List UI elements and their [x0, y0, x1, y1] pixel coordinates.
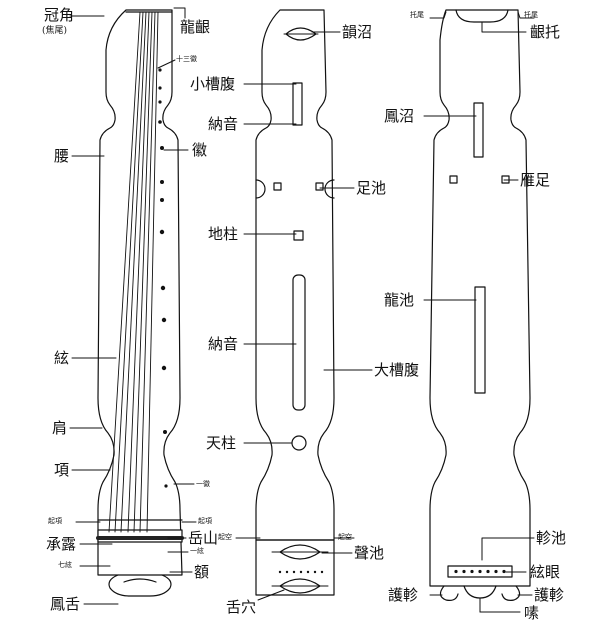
label-xiang: 項	[54, 461, 70, 479]
label-yao: 腰	[54, 147, 70, 165]
label-longyin: 龍齦	[180, 18, 211, 36]
left-qin-outline	[97, 9, 183, 576]
label-zuchi: 足池	[356, 179, 387, 197]
label-jian: 肩	[52, 419, 68, 437]
label-yihui: 一徽	[196, 480, 210, 488]
label-huzhen-left: 護軫	[388, 586, 419, 604]
label-yintuo: 齦托	[530, 23, 561, 41]
label-e: 額	[194, 563, 210, 581]
label-qixiang-left: 起項	[48, 517, 62, 525]
label-nayin-top: 納音	[208, 115, 239, 133]
label-xiaocaofu: 小槽腹	[190, 75, 236, 93]
label-shexue: 舌穴	[226, 598, 257, 616]
label-zhenchi: 軫池	[536, 529, 567, 547]
middle-large-slot	[292, 274, 306, 411]
label-hui: 徽	[192, 141, 208, 159]
left-phoenix-tongue	[108, 574, 172, 597]
label-yixian: 一絃	[190, 547, 204, 555]
middle-small-slot	[292, 82, 303, 126]
right-string-holes	[454, 569, 506, 574]
label-yanzu: 雁足	[520, 171, 551, 189]
label-fengzhao: 鳳沼	[384, 107, 415, 125]
label-qikong-right: 起空	[338, 533, 352, 541]
label-guanjiao: 冠角	[44, 6, 75, 24]
left-tongue-inner	[123, 578, 157, 583]
middle-tianzhu	[291, 435, 307, 451]
label-shisanhui: 十三徽	[176, 55, 197, 63]
middle-zuchi-left	[255, 179, 266, 199]
middle-dots	[278, 570, 324, 574]
right-sui	[463, 585, 497, 599]
right-leaders	[423, 11, 535, 613]
label-sui: 嗉	[524, 604, 540, 622]
middle-leaders	[235, 31, 373, 601]
label-qikong-left: 起空	[218, 533, 232, 541]
label-xianyan: 絃眼	[530, 563, 561, 581]
label-yueshan: 岳山	[188, 529, 219, 547]
label-chenglu: 承露	[46, 535, 77, 553]
middle-dizhu	[293, 230, 304, 241]
label-yunzhao: 韻沼	[342, 23, 373, 41]
label-nayin-mid: 納音	[208, 335, 239, 353]
right-yanzu-left	[449, 175, 458, 184]
right-yintuo	[455, 9, 509, 23]
label-shengchi: 聲池	[354, 544, 385, 562]
label-fengshe: 鳳舌	[50, 595, 81, 613]
label-qixian: 七絃	[58, 561, 72, 569]
right-huzhen-left	[439, 585, 459, 601]
right-fengzhao	[473, 102, 484, 158]
label-tuowei-left: 托尾	[410, 11, 424, 19]
label-xian: 絃	[54, 349, 70, 367]
left-strings	[108, 11, 159, 533]
middle-bottom-block	[255, 539, 335, 596]
right-qin-outline	[429, 9, 531, 587]
label-huzhen-right: 護軫	[534, 586, 565, 604]
right-huzhen-right	[501, 585, 521, 601]
label-dizhu: 地柱	[208, 225, 239, 243]
left-leaders	[69, 7, 197, 605]
label-qixiang-right: 起項	[198, 517, 212, 525]
right-longchi	[474, 286, 486, 394]
label-tuowei-right: 托尾	[524, 11, 538, 19]
label-longchi: 龍池	[384, 291, 415, 309]
middle-zuchi-right	[324, 179, 335, 199]
middle-qin-outline	[255, 9, 335, 541]
left-hui-markers	[158, 68, 168, 488]
label-jiaowei: (焦尾)	[42, 26, 68, 36]
label-tianzhu: 天柱	[206, 434, 237, 452]
label-dacaofu: 大槽腹	[374, 361, 420, 379]
